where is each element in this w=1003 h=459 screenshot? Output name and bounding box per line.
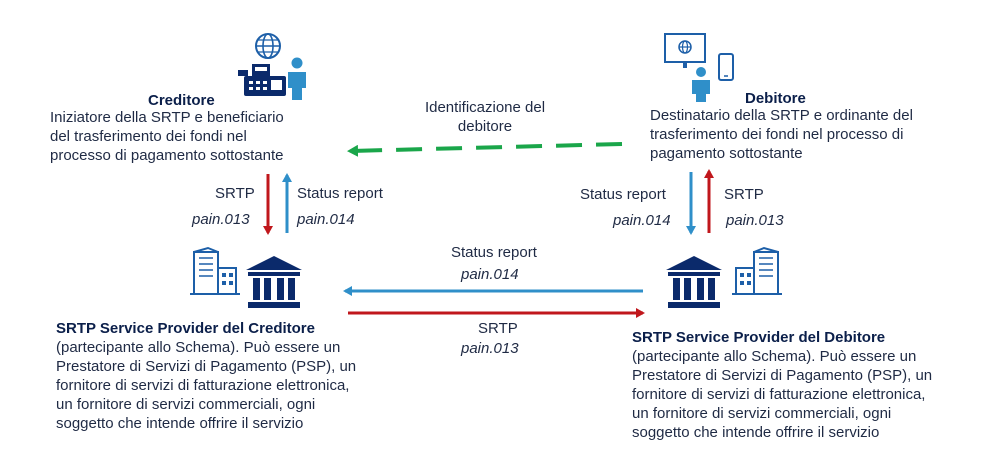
right-status-message: pain.014 [613,212,671,229]
psp-creditore-description-line: (partecipante allo Schema). Può essere u… [56,339,341,356]
psp-debitore-title: SRTP Service Provider del Debitore [632,329,886,346]
middle-srtp-message: pain.013 [461,340,519,357]
right-srtp-message: pain.013 [726,212,784,229]
creditore-provider-building-icon [190,246,240,295]
creditore-description-line: processo di pagamento sottostante [50,147,284,164]
identification-label: Identificazione del debitore [400,98,570,136]
debitore-icon [664,33,734,102]
psp-creditore-description: (partecipante allo Schema). Può essere u… [56,338,356,433]
middle-status-label: Status report [451,244,537,261]
identification-line: Identificazione del [424,99,546,116]
left-srtp-message: pain.013 [192,211,250,228]
middle-status-message: pain.014 [461,266,519,283]
creditore-description-line: del trasferimento dei fondi nel [50,128,247,145]
debitore-provider-bank-icon [666,256,722,308]
psp-debitore-description-line: un fornitore di servizi commerciali, ogn… [632,405,892,422]
middle-srtp-label: SRTP [478,320,518,337]
psp-creditore-description-line: soggetto che intende offrire il servizio [56,415,304,432]
debitore-provider-building-icon [732,246,782,295]
creditore-provider-bank-icon [246,256,302,308]
debitore-description-line: pagamento sottostante [650,145,803,162]
identification-line: debitore [457,118,513,135]
psp-creditore-title: SRTP Service Provider del Creditore [56,320,315,337]
left-status-message: pain.014 [297,211,355,228]
psp-debitore-description-line: (partecipante allo Schema). Può essere u… [632,348,917,365]
psp-debitore-description-line: soggetto che intende offrire il servizio [632,424,880,441]
left-status-label: Status report [297,185,383,202]
right-status-label: Status report [580,186,666,203]
left-srtp-label: SRTP [215,185,255,202]
debitore-description-line: trasferimento dei fondi nel processo di [650,126,904,143]
right-srtp-label: SRTP [724,186,764,203]
creditore-description: Iniziatore della SRTP e beneficiario del… [50,108,284,165]
creditore-title: Creditore [148,92,215,109]
psp-creditore-description-line: fornitore di servizi di fatturazione ele… [56,377,350,394]
psp-creditore-description-line: Prestatore di Servizi di Pagamento (PSP)… [56,358,357,375]
debitore-title: Debitore [745,90,806,107]
psp-creditore-description-line: un fornitore di servizi commerciali, ogn… [56,396,316,413]
debitore-description: Destinatario della SRTP e ordinante del … [650,106,913,163]
creditore-description-line: Iniziatore della SRTP e beneficiario [50,109,284,126]
psp-debitore-description-line: Prestatore di Servizi di Pagamento (PSP)… [632,367,933,384]
identification-arrow [347,142,623,157]
creditore-icon [238,33,306,100]
psp-debitore-description: (partecipante allo Schema). Può essere u… [632,347,932,442]
psp-debitore-description-line: fornitore di servizi di fatturazione ele… [632,386,926,403]
debitore-description-line: Destinatario della SRTP e ordinante del [650,107,913,124]
